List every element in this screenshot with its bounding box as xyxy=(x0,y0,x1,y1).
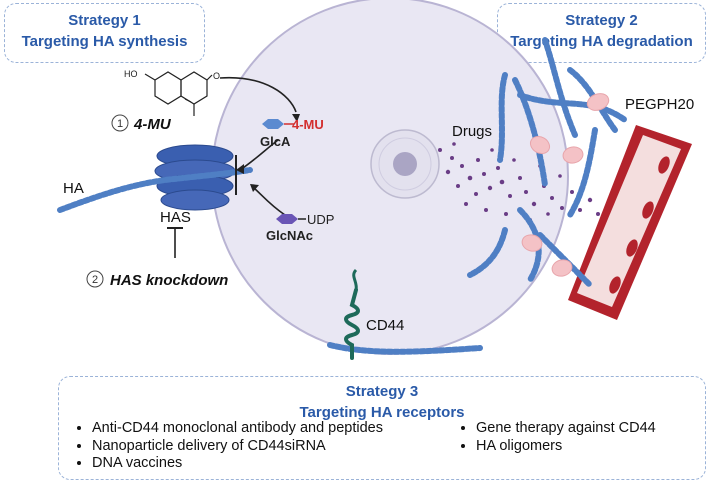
strategy-3-title: Strategy 3 xyxy=(345,383,419,400)
strategy-2-box: Strategy 2 Targeting HA degradation xyxy=(497,3,706,63)
strategy-3-subtitle: Targeting HA receptors xyxy=(299,404,465,421)
list-item: Anti-CD44 monoclonal antibody and peptid… xyxy=(92,420,383,438)
arrow-4mu xyxy=(219,76,297,113)
ha-chain-cd44 xyxy=(327,342,483,355)
drugs-label: Drugs xyxy=(452,123,492,140)
glca-4mu-label: 4-MU xyxy=(292,117,324,132)
strategy-2-subtitle: Targeting HA degradation xyxy=(510,33,693,50)
step-1-label: 4-MU xyxy=(133,116,172,133)
strategy-1-box: Strategy 1 Targeting HA synthesis xyxy=(4,3,205,63)
has-label: HAS xyxy=(160,209,191,226)
cd44-receptor xyxy=(344,288,360,360)
ha-label: HA xyxy=(63,180,84,197)
pegph20-label: PEGPH20 xyxy=(625,96,694,113)
list-item: HA oligomers xyxy=(476,438,656,456)
step-1-number: 1 xyxy=(117,118,123,130)
udp-label: UDP xyxy=(307,212,334,227)
strategy-3-list-left: Anti-CD44 monoclonal antibody and peptid… xyxy=(74,420,383,473)
list-item: Gene therapy against CD44 xyxy=(476,420,656,438)
nucleus xyxy=(370,129,440,199)
o-label: O xyxy=(213,71,220,81)
ha-chains-extracellular xyxy=(467,37,628,288)
arrow-head-glcnac xyxy=(250,184,259,192)
list-item: DNA vaccines xyxy=(92,455,383,473)
glcnac-hexagon xyxy=(276,214,298,224)
blood-vessel xyxy=(568,125,692,320)
4mu-molecule xyxy=(144,71,213,116)
strategy-1-title: Strategy 1 xyxy=(68,12,141,29)
strategy-3-box: Strategy 3 Targeting HA receptors xyxy=(58,376,706,480)
step-2-label: HAS knockdown xyxy=(110,272,228,289)
cd44-tail xyxy=(352,268,358,291)
ha-chain-synthesis xyxy=(57,167,253,213)
strategy-3-list-right: Gene therapy against CD44 HA oligomers xyxy=(458,420,656,455)
ho-label: HO xyxy=(124,69,138,79)
arrow-head-glca xyxy=(236,164,244,174)
glca-hexagon xyxy=(262,119,284,129)
glca-label: GlcA xyxy=(260,134,291,149)
step-2-circle xyxy=(86,270,104,288)
list-item: Nanoparticle delivery of CD44siRNA xyxy=(92,438,383,456)
strategy-1-subtitle: Targeting HA synthesis xyxy=(21,33,188,50)
step-1-circle xyxy=(111,114,129,132)
strategy-2-title: Strategy 2 xyxy=(565,12,638,29)
glcnac-label: GlcNAc xyxy=(266,228,313,243)
arrow-head-4mu xyxy=(292,114,300,122)
step-2-number: 2 xyxy=(92,274,98,286)
pegph20-enzymes xyxy=(521,93,610,277)
cd44-label: CD44 xyxy=(366,317,404,334)
arrow-glcnac xyxy=(253,187,286,216)
